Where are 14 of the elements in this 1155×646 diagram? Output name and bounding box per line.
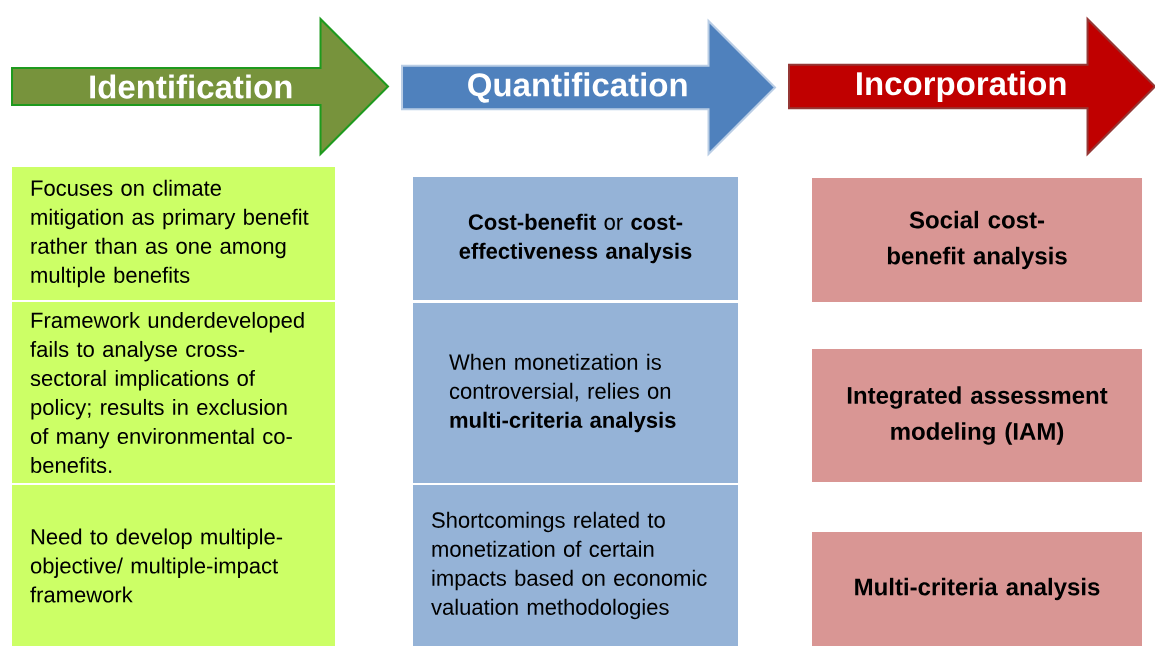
text-box: Cost-benefit or cost-effectiveness analysis [413,177,738,300]
text-box: Social cost-benefit analysis [812,178,1142,302]
text-box: Need to develop multiple-objective/ multiple-impact framework [12,485,335,646]
node-label: When monetization is controversial, relies on multi-criteria analysis [449,353,676,433]
text-box: Framework underdeveloped fails to analyse cross-sectoral implications of policy; results in exclusion of many environmental co-benefits. [12,302,335,483]
node-label: Framework underdeveloped fails to analyse cross-sectoral implications of policy; results in exclusion of many environmental co-benefits. [30,311,304,474]
node-label: Shortcomings related to monetization of certain impacts based on economic valuation methodologies [431,511,707,620]
text-box: Integrated assessment modeling (IAM) [812,349,1142,482]
text-box: Shortcomings related to monetization of certain impacts based on economic valuation methodologies [413,485,738,646]
text-box: When monetization is controversial, relies on multi-criteria analysis [413,303,738,483]
text-box: Focuses on climate mitigation as primary benefit rather than as one among multiple benefits [12,167,335,300]
node-label: Focuses on climate mitigation as primary benefit rather than as one among multiple benefits [31,179,309,288]
text-box: Multi-criteria analysis [812,532,1142,646]
node-label: Need to develop multiple-objective/ multiple-impact framework [30,528,283,603]
